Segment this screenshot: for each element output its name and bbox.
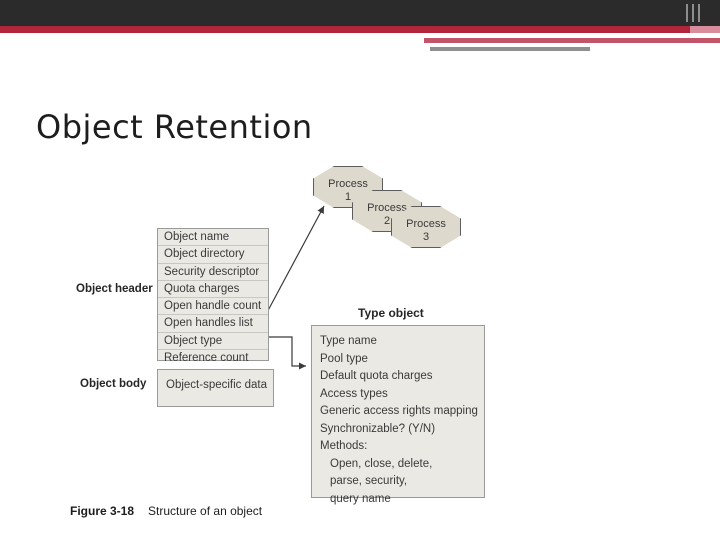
figure-caption: Figure 3-18 Structure of an object [70,504,262,518]
type-row: parse, security, [330,475,408,487]
type-object-box: Type name Pool type Default quota charge… [311,325,485,505]
header-row: Quota charges [158,281,268,299]
header-row: Object name [158,229,268,247]
type-row: Synchronizable? (Y/N) [320,422,436,435]
type-row: Access types [320,387,388,400]
object-body-label: Object body [80,378,147,390]
slide-banner-grey [430,47,590,51]
process-node-2-number: 2 [383,215,391,227]
type-row: Methods: [320,440,368,452]
object-body-box: Object-specific data [157,369,274,407]
header-row: Reference count [164,352,249,365]
type-row: Pool type [320,352,368,365]
figure-number: Figure 3-18 [70,504,135,518]
type-row: Default quota charges [320,370,433,382]
process-node-2-name: Process [367,202,407,214]
type-object-label: Type object [358,306,424,320]
header-row: Open handle count [158,298,268,316]
page-title: Object Retention [36,108,313,146]
slide-banner-dark [0,0,720,26]
process-node-3-number: 3 [422,231,430,243]
type-row: query name [330,492,391,505]
object-header-box: Object name Object directory Security de… [157,228,269,364]
header-row: Open handles list [158,315,268,333]
type-row: Open, close, delete, [330,457,433,470]
slide-banner-rose [424,38,720,43]
header-row: Object type [158,333,268,351]
process-node-3-name: Process [406,218,446,230]
type-row: Type name [320,335,377,347]
slide-banner-gap [0,33,720,38]
slide-banner-rose-corner [690,26,720,33]
process-node-1-number: 1 [344,191,352,203]
slide-banner-red [0,26,720,33]
object-header-label: Object header [76,283,153,295]
banner-grip-icon [686,4,710,22]
figure-caption-text: Structure of an object [148,504,263,518]
header-row: Object directory [158,246,268,264]
type-row: Generic access rights mapping [320,405,478,417]
header-row: Security descriptor [158,264,268,281]
process-node-1-name: Process [328,178,368,190]
process-node-3[interactable]: Process 3 [391,206,461,248]
